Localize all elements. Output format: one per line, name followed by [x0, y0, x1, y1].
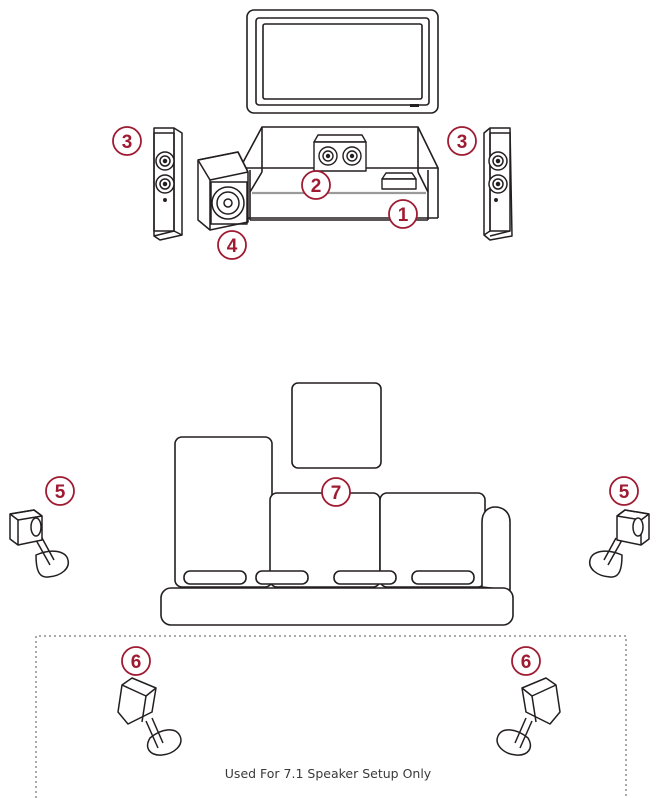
surround-back-left-speaker: [117, 677, 182, 756]
seating: [160, 382, 514, 626]
rear-zone: Used For 7.1 Speaker Setup Only: [35, 635, 627, 798]
badge-surround-back-right-label: 6: [521, 652, 532, 673]
badge-seating: 7: [321, 477, 351, 507]
front-right-tower-speaker: [483, 127, 513, 241]
badge-subwoofer-label: 4: [227, 236, 238, 257]
sofa-armrest: [481, 506, 511, 591]
badge-seating-label: 7: [331, 483, 342, 504]
badge-front-left-tower-label: 3: [122, 132, 133, 153]
tv: [246, 9, 439, 114]
badge-av-receiver: 1: [388, 199, 418, 229]
front-left-tower-speaker: [153, 127, 183, 241]
surround-left-speaker: [9, 509, 70, 578]
badge-center-speaker-label: 2: [311, 176, 322, 197]
badge-surround-left-label: 5: [55, 482, 66, 503]
surround-back-right-speaker: [496, 677, 561, 756]
badge-front-right-tower-label: 3: [457, 132, 468, 153]
badge-surround-left: 5: [45, 476, 75, 506]
center-speaker: [313, 134, 367, 172]
badge-front-left-tower: 3: [112, 126, 142, 156]
rear-zone-caption: Used For 7.1 Speaker Setup Only: [225, 766, 432, 781]
badge-subwoofer: 4: [217, 230, 247, 260]
badge-surround-back-left-label: 6: [131, 652, 142, 673]
badge-surround-right: 5: [609, 476, 639, 506]
badge-center-speaker: 2: [301, 170, 331, 200]
badge-surround-right-label: 5: [619, 482, 630, 503]
sofa-base: [160, 587, 514, 626]
badge-surround-back-left: 6: [121, 646, 151, 676]
surround-right-speaker: [588, 509, 650, 578]
subwoofer: [197, 151, 249, 231]
badge-front-right-tower: 3: [447, 126, 477, 156]
badge-surround-back-right: 6: [511, 646, 541, 676]
sofa-left-back: [174, 436, 273, 588]
badge-av-receiver-label: 1: [398, 205, 409, 226]
ottoman: [291, 382, 382, 469]
av-receiver: [381, 172, 417, 190]
